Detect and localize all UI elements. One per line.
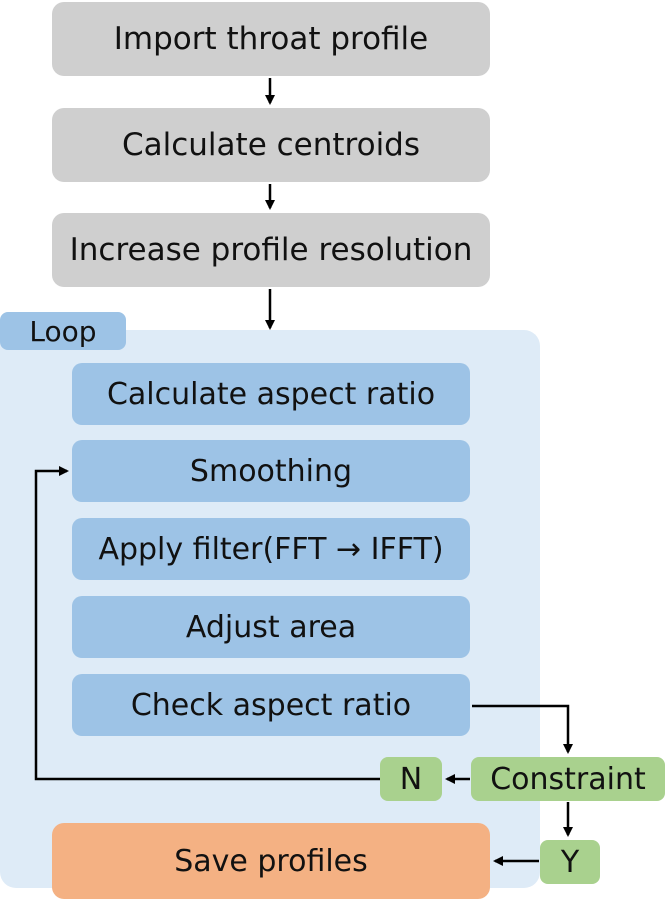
- step-import-throat-profile: Import throat profile: [52, 2, 490, 76]
- loop-label: Loop: [0, 312, 126, 350]
- step-increase-profile-resolution: Increase profile resolution: [52, 213, 490, 287]
- loop-step-calculate-aspect-ratio: Calculate aspect ratio: [72, 363, 470, 425]
- decision-yes: Y: [540, 840, 600, 884]
- loop-step-adjust-area: Adjust area: [72, 596, 470, 658]
- decision-no: N: [380, 757, 442, 801]
- loop-step-smoothing: Smoothing: [72, 440, 470, 502]
- loop-step-check-aspect-ratio: Check aspect ratio: [72, 674, 470, 736]
- loop-step-apply-filter: Apply filter(FFT → IFFT): [72, 518, 470, 580]
- step-calculate-centroids: Calculate centroids: [52, 108, 490, 182]
- output-save-profiles: Save profiles: [52, 823, 490, 899]
- decision-constraint: Constraint: [471, 757, 665, 801]
